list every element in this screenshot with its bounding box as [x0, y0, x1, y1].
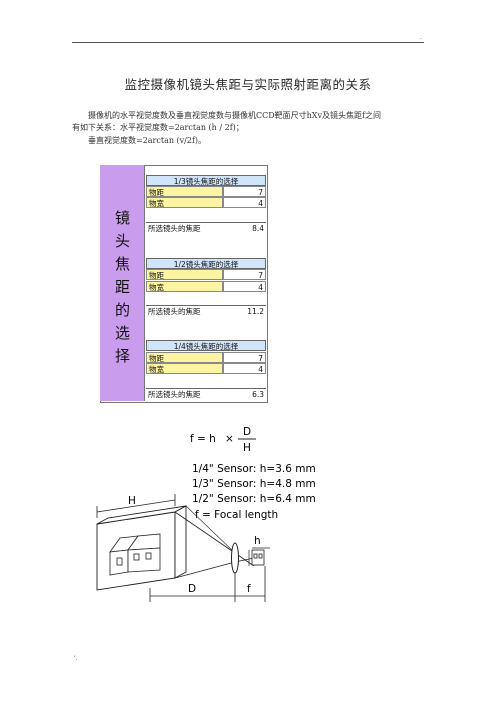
focal-length-diagram: f = h × D H 1/4" Sensor: h=3.6 mm 1/3" S…	[96, 426, 316, 602]
formula-denominator: H	[243, 442, 251, 454]
formula-left: f = h	[190, 433, 216, 445]
side-char: 距	[114, 278, 130, 296]
label-D: D	[188, 583, 196, 595]
paragraph-line-2: 有如下关系：水平视觉度数=2arctan (h / 2f)；	[72, 123, 244, 132]
row-label: 物距	[146, 352, 223, 363]
result-label: 所选镜头的焦距	[146, 222, 223, 233]
side-char: 头	[114, 232, 130, 250]
section-header: 1/4镜头焦距的选择	[146, 340, 266, 351]
row-label: 物宽	[146, 363, 223, 374]
sensor-quarter-inch: 1/4" Sensor: h=3.6 mm	[192, 463, 316, 475]
row-value[interactable]: 7	[223, 269, 266, 280]
table-side-label: 镜 头 焦 距 的 选 择	[100, 165, 145, 401]
row-value[interactable]: 7	[223, 186, 266, 197]
side-char: 镜	[114, 209, 130, 227]
result-label: 所选镜头的焦距	[146, 388, 223, 399]
lens-icon	[231, 542, 239, 574]
result-value: 6.3	[223, 388, 266, 399]
header-mark: .	[420, 34, 422, 41]
paragraph-line-1: 摄像机的水平视觉度数及垂直视觉度数与摄像机CCD靶面尺寸hXv及镜头焦距f之间	[88, 111, 381, 120]
row-label: 物距	[146, 269, 223, 280]
row-value[interactable]: 4	[223, 363, 266, 374]
label-h: h	[254, 535, 261, 547]
formula-times: ×	[225, 433, 234, 445]
side-char: 焦	[114, 255, 130, 273]
result-value: 8.4	[223, 222, 266, 233]
section-header: 1/3镜头焦距的选择	[146, 175, 266, 186]
row-label: 物距	[146, 186, 223, 197]
sensor-third-inch: 1/3" Sensor: h=4.8 mm	[192, 478, 316, 490]
row-label: 物宽	[146, 281, 223, 292]
result-label: 所选镜头的焦距	[146, 305, 223, 316]
focal-length-note: f = Focal length	[195, 509, 278, 521]
house-icon	[109, 533, 161, 576]
result-value: 11.2	[223, 305, 266, 316]
page-title: 监控摄像机镜头焦距与实际照射距离的关系	[124, 77, 372, 92]
sensor-half-inch: 1/2" Sensor: h=6.4 mm	[192, 493, 316, 505]
row-label: 物宽	[146, 197, 223, 208]
footer-mark: '.	[74, 655, 78, 662]
side-char: 选	[114, 324, 130, 342]
label-f: f	[247, 583, 251, 595]
camera-sensor-icon	[251, 549, 265, 566]
row-value[interactable]: 7	[223, 352, 266, 363]
H-dimension-line	[96, 499, 176, 513]
formula-numerator: D	[243, 426, 251, 438]
section-header: 1/2镜头焦距的选择	[146, 258, 266, 269]
paragraph-line-3: 垂直视觉度数=2arctan (v/2f)。	[88, 136, 207, 145]
side-char: 的	[114, 301, 130, 319]
row-value[interactable]: 4	[223, 197, 266, 208]
header-rule	[72, 42, 424, 43]
row-value[interactable]: 4	[223, 281, 266, 292]
side-char: 择	[114, 347, 130, 365]
label-H: H	[128, 495, 136, 507]
